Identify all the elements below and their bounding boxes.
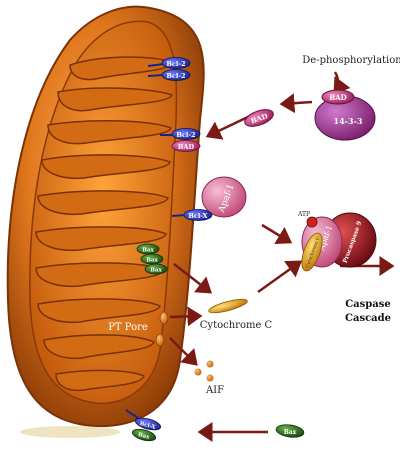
bcl2-top-pair: Bcl-2 Bcl-2 <box>147 57 191 81</box>
arrow-bad-to-bad-free <box>279 93 313 114</box>
cytochrome-c: Cytochrome C <box>200 298 273 331</box>
bcl2-bad-pair: Bcl-2 BAD <box>160 128 201 152</box>
bclx-bax-bottom: Bcl-X Bax <box>125 409 162 442</box>
bax-label-2: Bax <box>146 258 158 264</box>
bad-label-bound: BAD <box>178 143 195 151</box>
bax-trio: Bax Bax Bax <box>136 243 168 275</box>
bcl2-label-1: Bcl-2 <box>166 60 185 68</box>
bclx-label-1: Bcl-X <box>188 212 208 220</box>
arrow-dephos-to-bad <box>333 71 351 95</box>
pt-pore-label: PT Pore <box>108 322 148 333</box>
arrow-pore-to-cytc <box>169 306 203 327</box>
pt-pore: PT Pore <box>108 311 169 347</box>
aif: AIF <box>194 360 224 396</box>
bad-on-1433-label: BAD <box>329 93 346 102</box>
aif-label: AIF <box>205 385 224 396</box>
apaf1-bclx-complex: Apaf-1 Bcl-X <box>171 176 247 221</box>
apoptosome-complex: Procaspase 9 Apaf-1 Cytochrome C ATP <box>297 211 377 272</box>
arrow-bad-to-bcl2 <box>205 114 251 140</box>
dephosphorylation-label: De-phosphorylation <box>302 55 400 66</box>
cristae <box>35 56 174 392</box>
bax-free-bottom: Bax <box>275 424 305 438</box>
arrow-bax-to-cytc <box>173 263 212 294</box>
arrow-apaf-to-complex <box>261 223 293 245</box>
bax-label-1: Bax <box>142 248 154 254</box>
bad-free: BAD <box>244 109 274 127</box>
arrow-pore-to-aif <box>169 337 198 366</box>
bax-label-bottom-2: Bax <box>284 429 297 436</box>
cytochrome-c-label: Cytochrome C <box>200 320 273 331</box>
bclx-label-2: Bcl-X <box>139 421 157 431</box>
atp-label: ATP <box>297 211 310 218</box>
bcl2-label-3: Bcl-2 <box>176 131 195 139</box>
caspase-cascade-label-2: Cascade <box>345 313 391 324</box>
bcl2-label-2: Bcl-2 <box>166 72 185 80</box>
bax-label-3: Bax <box>150 268 162 274</box>
bad-1433-complex: 14-3-3 BAD <box>314 89 376 141</box>
mitochondrion <box>6 5 205 438</box>
caspase-cascade-label-1: Caspase <box>345 299 391 310</box>
arrow-cytc-to-complex <box>257 260 303 294</box>
p1433-label: 14-3-3 <box>334 116 363 126</box>
bax-label-bottom-1: Bax <box>137 432 150 441</box>
